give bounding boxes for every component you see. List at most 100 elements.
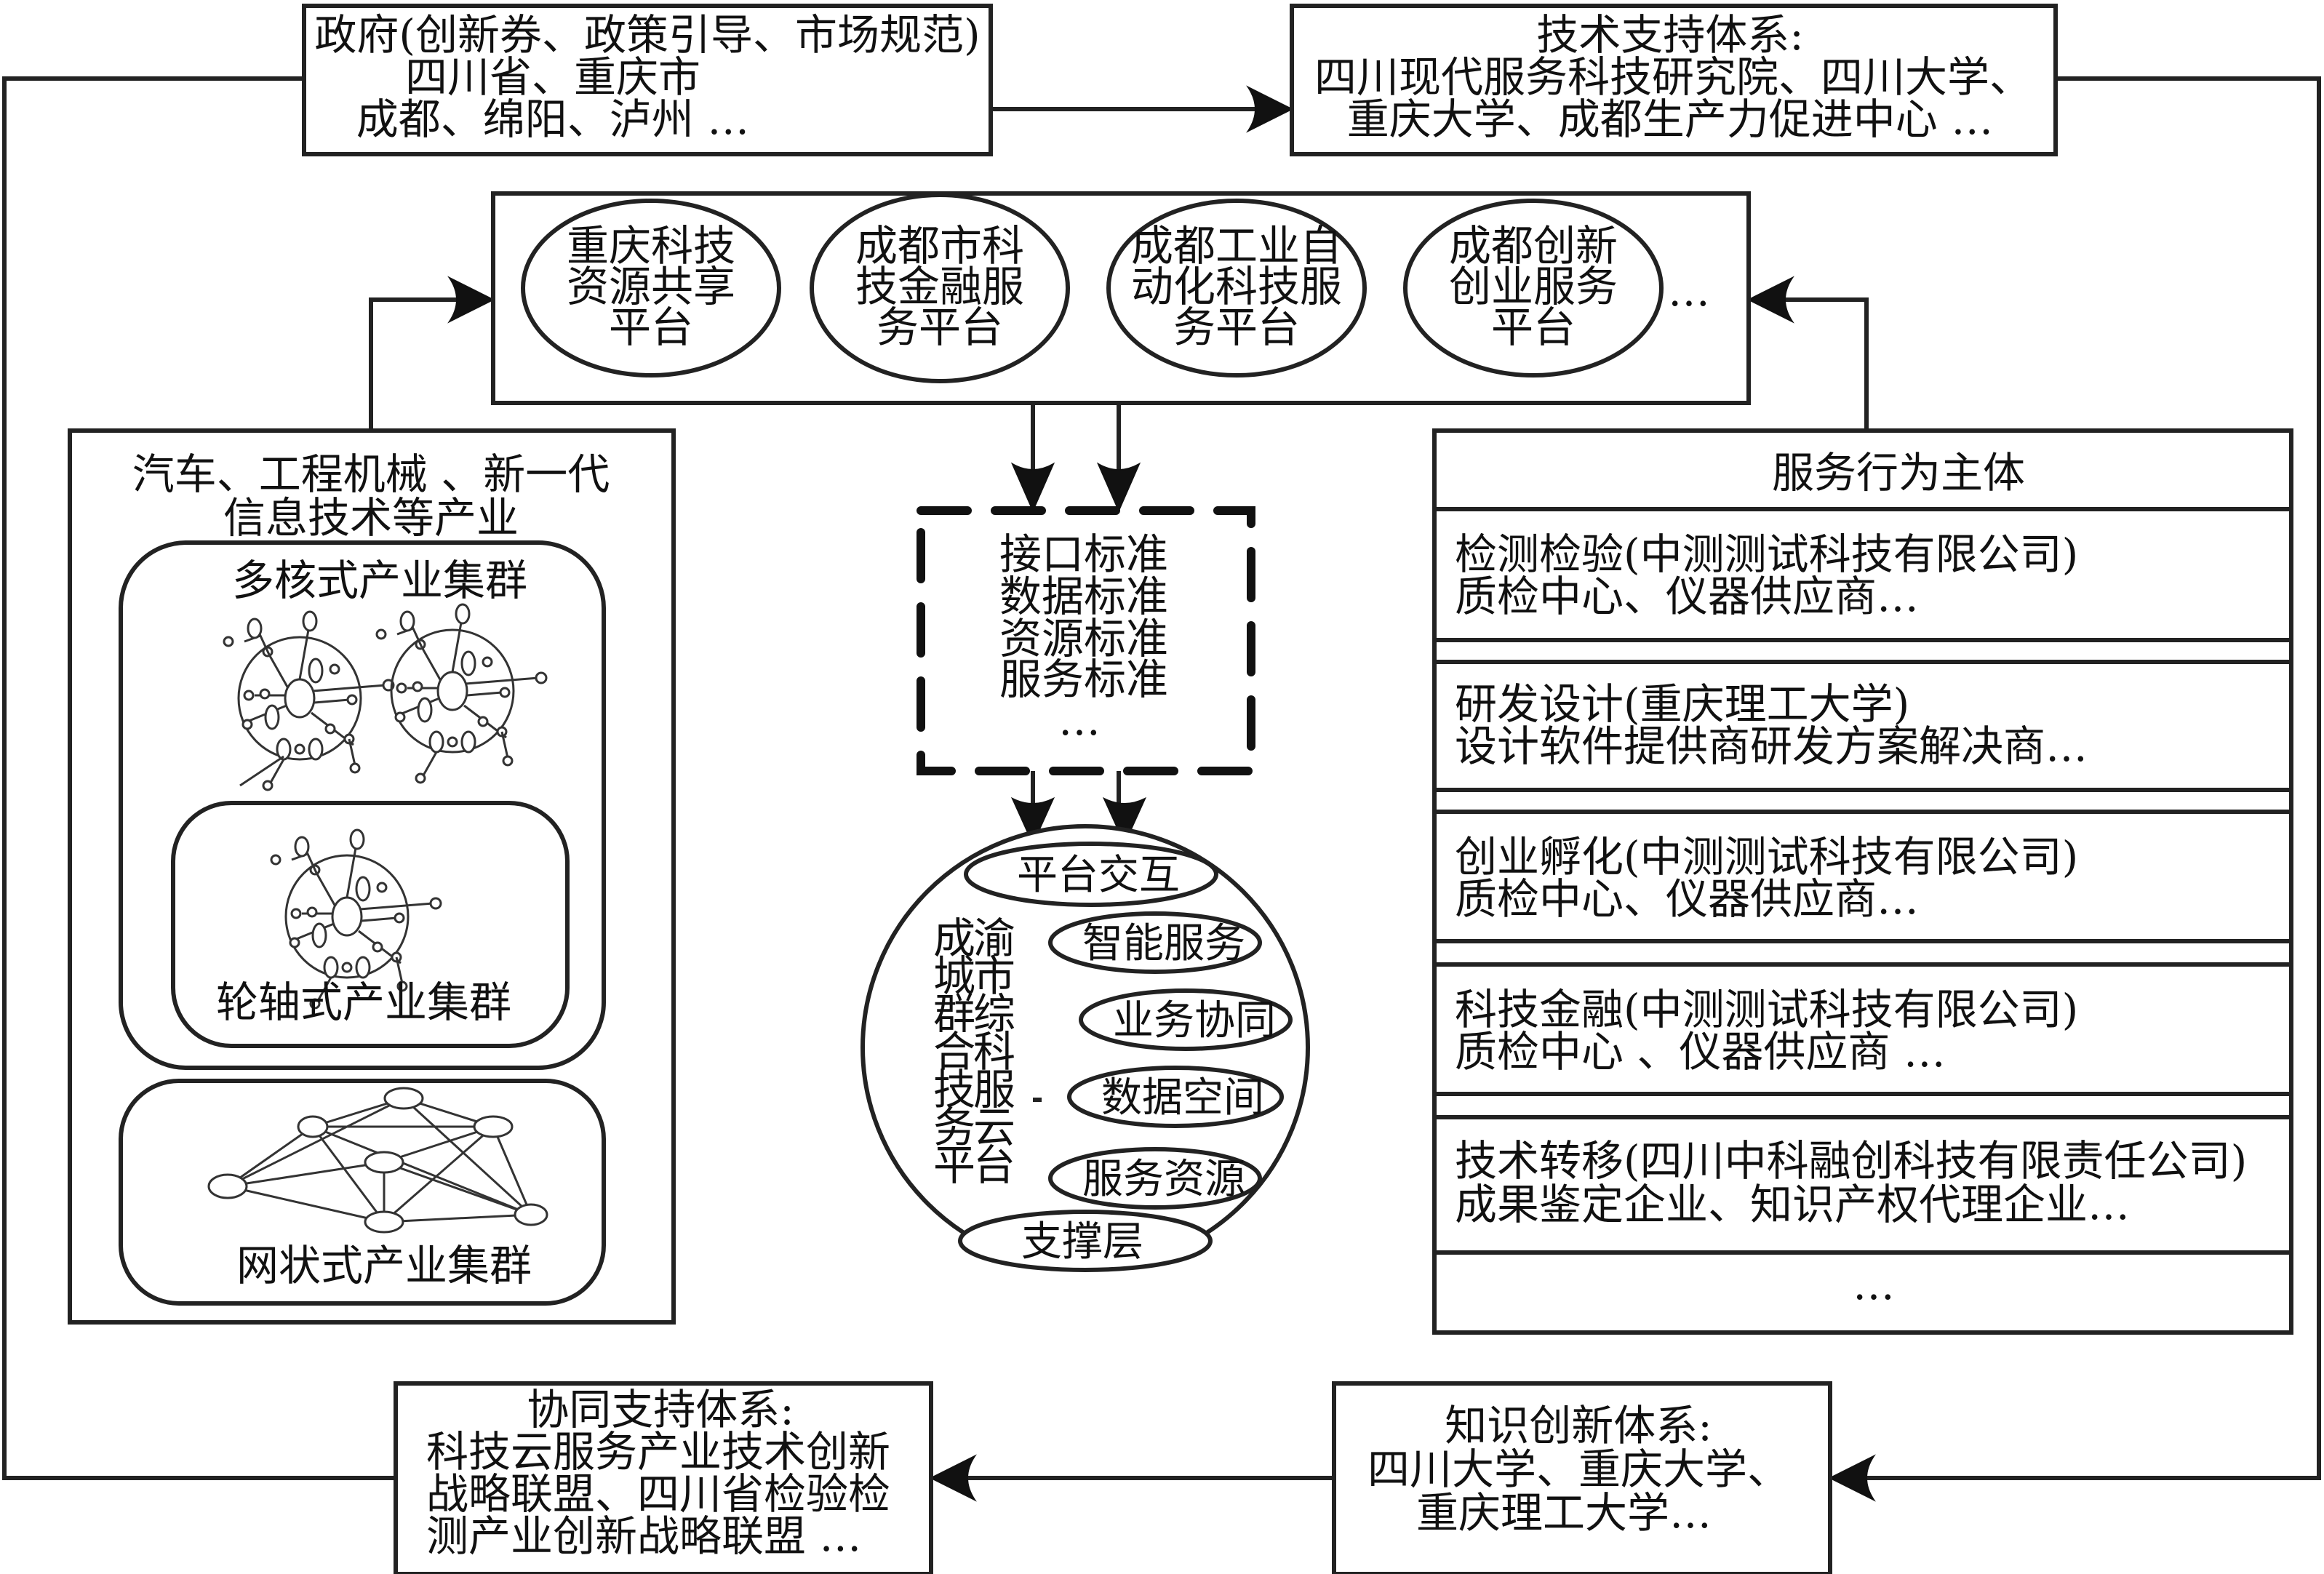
cloud-title-char: 务 (933, 1103, 975, 1152)
platforms-more: … (1668, 266, 1710, 316)
platform-label-line: 动化科技服 (1131, 262, 1342, 311)
cluster-hub-spoke: 轮轴式产业集群 (171, 801, 570, 1048)
government-line: 成都、绵阳、泸州 … (356, 95, 749, 144)
service-actor-item: 研发设计(重庆理工大学) 设计软件提供商研发方案解决商… (1455, 679, 2088, 771)
collab-support-box: 协同支持体系: 科技云服务产业技术创新 战略联盟、四川省检验检 测产业创新战略联… (394, 1381, 933, 1574)
service-actor-line: 检测检验(中测测试科技有限公司) (1455, 530, 2078, 579)
platform-label-line: 成都创新 (1449, 221, 1618, 271)
cloud-layer: 服务资源 (1048, 1147, 1262, 1210)
arrow-down-icon (1010, 796, 1055, 846)
arrow-left-icon (1828, 1454, 1876, 1502)
platform-item: 成都工业自 动化科技服 务平台 (1106, 199, 1367, 377)
platform-label-line: 成都工业自 (1131, 221, 1342, 271)
cloud-title-char: 合 (933, 1027, 975, 1076)
cloud-title-char: 渝 (973, 914, 1015, 963)
service-actor-line: 技术转移(四川中科融创科技有限责任公司) (1455, 1136, 2247, 1186)
tech-support-line: 重庆大学、成都生产力促进中心 … (1347, 95, 1993, 144)
platform-label-line: 成都市科 (855, 221, 1024, 271)
standard-item: 服务标准 (999, 655, 1168, 704)
standard-item: 接口标准 (999, 530, 1168, 579)
cloud-layer: 业务协同 (1079, 988, 1293, 1051)
platform-item: 成都市科 技金融服 务平台 (810, 193, 1070, 383)
arrowheads (447, 85, 1876, 1502)
platform-label-line: 平台 (609, 303, 693, 352)
standard-item: 资源标准 (999, 614, 1168, 663)
cloud-layer-label: 智能服务 (1082, 920, 1245, 967)
cloud-layer-label: 业务协同 (1113, 997, 1276, 1044)
cloud-title-char: 云 (973, 1103, 1015, 1152)
service-actor-item: 检测检验(中测测试科技有限公司) 质检中心、仪器供应商… (1455, 530, 2078, 621)
arrow-down-icon (1102, 796, 1147, 846)
service-actor-line: 研发设计(重庆理工大学) (1455, 679, 1909, 729)
knowledge-innovation-title: 知识创新体系: (1445, 1401, 1712, 1450)
service-actor-line: 质检中心、仪器供应商… (1455, 874, 1919, 924)
cluster-mesh: 网状式产业集群 (119, 1079, 606, 1306)
cloud-title-char: 城 (933, 951, 975, 1001)
government-line: 政府(创新券、政策引导、市场规范) (314, 10, 980, 60)
cloud-title-char: 成 (933, 914, 975, 963)
cloud-layer-label: 数据空间 (1101, 1074, 1264, 1122)
service-actor-item: 技术转移(四川中科融创科技有限责任公司) 成果鉴定企业、知识产权代理企业… (1455, 1136, 2247, 1229)
knowledge-innovation-box: 知识创新体系: 四川大学、重庆大学、 重庆理工大学… (1332, 1381, 1832, 1574)
platform-label-line: 技金融服 (855, 262, 1024, 311)
cloud-title-char: 平 (933, 1140, 975, 1190)
connector-left-loop (2, 76, 396, 1480)
cloud-title-char: 综 (973, 989, 1015, 1039)
platform-label-line: 务平台 (877, 303, 1003, 352)
cloud-layer-label: 平台交互 (1017, 852, 1180, 899)
tech-support-line: 四川现代服务科技研究院、四川大学、 (1314, 52, 2032, 102)
hub-network-icon (223, 610, 395, 791)
hub-network-icon (270, 828, 442, 1010)
arrow-right-icon (447, 276, 495, 324)
connector-right-loop (1862, 76, 2321, 1480)
cloud-title-char: 群 (933, 989, 975, 1039)
collab-support-line: 战略联盟、四川省检验检 (426, 1469, 890, 1519)
platform-label-line: 重庆科技 (567, 221, 735, 271)
cluster-label: 网状式产业集群 (236, 1241, 532, 1290)
government-line: 四川省、重庆市 (405, 52, 700, 102)
cloud-layer-label: 支撑层 (1021, 1218, 1143, 1266)
service-actor-line: 质检中心、仪器供应商… (1455, 572, 1919, 621)
platform-label-line: 资源共享 (567, 262, 735, 311)
standard-item: 数据标准 (999, 572, 1168, 621)
cloud-title-char: 台 (973, 1140, 1015, 1190)
arrow-left-icon (1746, 276, 1794, 324)
service-actor-line: 设计软件提供商研发方案解决商… (1455, 722, 2088, 771)
platform-item: 成都创新 创业服务 平台 (1403, 199, 1664, 377)
cloud-title-char: 科 (973, 1027, 1015, 1076)
cloud-platform: 成 城 群 合 技 务 平 渝 市 综 科 服 云 台 平台交互 智能服务 业务… (860, 824, 1310, 1272)
service-actor-line: 科技金融(中测测试科技有限公司) (1455, 985, 2078, 1034)
arrow-down-icon (1010, 462, 1055, 513)
connector-industry-to-platforms (369, 297, 466, 431)
industry-title-line: 信息技术等产业 (223, 493, 519, 543)
platform-label-line: 平台 (1491, 303, 1576, 352)
collab-support-line: 测产业创新战略联盟 … (426, 1511, 861, 1561)
cloud-title-char: 市 (973, 951, 1015, 1001)
cluster-label: 多核式产业集群 (232, 556, 527, 605)
service-actor-item: 创业孵化(中测测试科技有限公司) 质检中心、仪器供应商… (1455, 832, 2078, 924)
service-actors-panel: 服务行为主体 检测检验(中测测试科技有限公司) 质检中心、仪器供应商… 研发设计… (1432, 428, 2293, 1335)
platform-label-line: 务平台 (1173, 303, 1300, 352)
tech-support-title: 技术支持体系: (1536, 10, 1804, 60)
cloud-layer: 数据空间 (1067, 1066, 1284, 1128)
cloud-layer: 智能服务 (1048, 911, 1262, 974)
service-actors-title: 服务行为主体 (1772, 448, 2025, 498)
platforms-box: 重庆科技 资源共享 平台 成都市科 技金融服 务平台 成都工业自 动化科技服 务… (491, 191, 1751, 405)
cluster-multicore: 多核式产业集群 (119, 540, 606, 1070)
outer-loop-connectors (2, 76, 2321, 1480)
industry-title-line: 汽车、工程机械 、新一代 (132, 450, 610, 499)
knowledge-innovation-line: 四川大学、重庆大学、 (1367, 1445, 1789, 1494)
arrow-right-icon (1246, 85, 1294, 133)
cloud-platform-title: 成 城 群 合 技 务 平 渝 市 综 科 服 云 台 (933, 914, 1015, 1190)
cloud-layer: 支撑层 (958, 1210, 1213, 1272)
industry-panel: 汽车、工程机械 、新一代 信息技术等产业 多核式产业集群 (68, 428, 676, 1325)
collab-support-title: 协同支持体系: (527, 1385, 794, 1434)
standard-item: … (1058, 695, 1101, 745)
platform-label-line: 创业服务 (1449, 262, 1618, 311)
tech-support-box: 技术支持体系: 四川现代服务科技研究院、四川大学、 重庆大学、成都生产力促进中心… (1290, 4, 2058, 156)
service-actor-item: 科技金融(中测测试科技有限公司) 质检中心 、仪器供应商 … (1455, 985, 2078, 1076)
cloud-layer-label: 服务资源 (1082, 1156, 1245, 1203)
hub-network-icon (375, 603, 548, 784)
service-actor-line: 创业孵化(中测测试科技有限公司) (1455, 832, 2078, 882)
